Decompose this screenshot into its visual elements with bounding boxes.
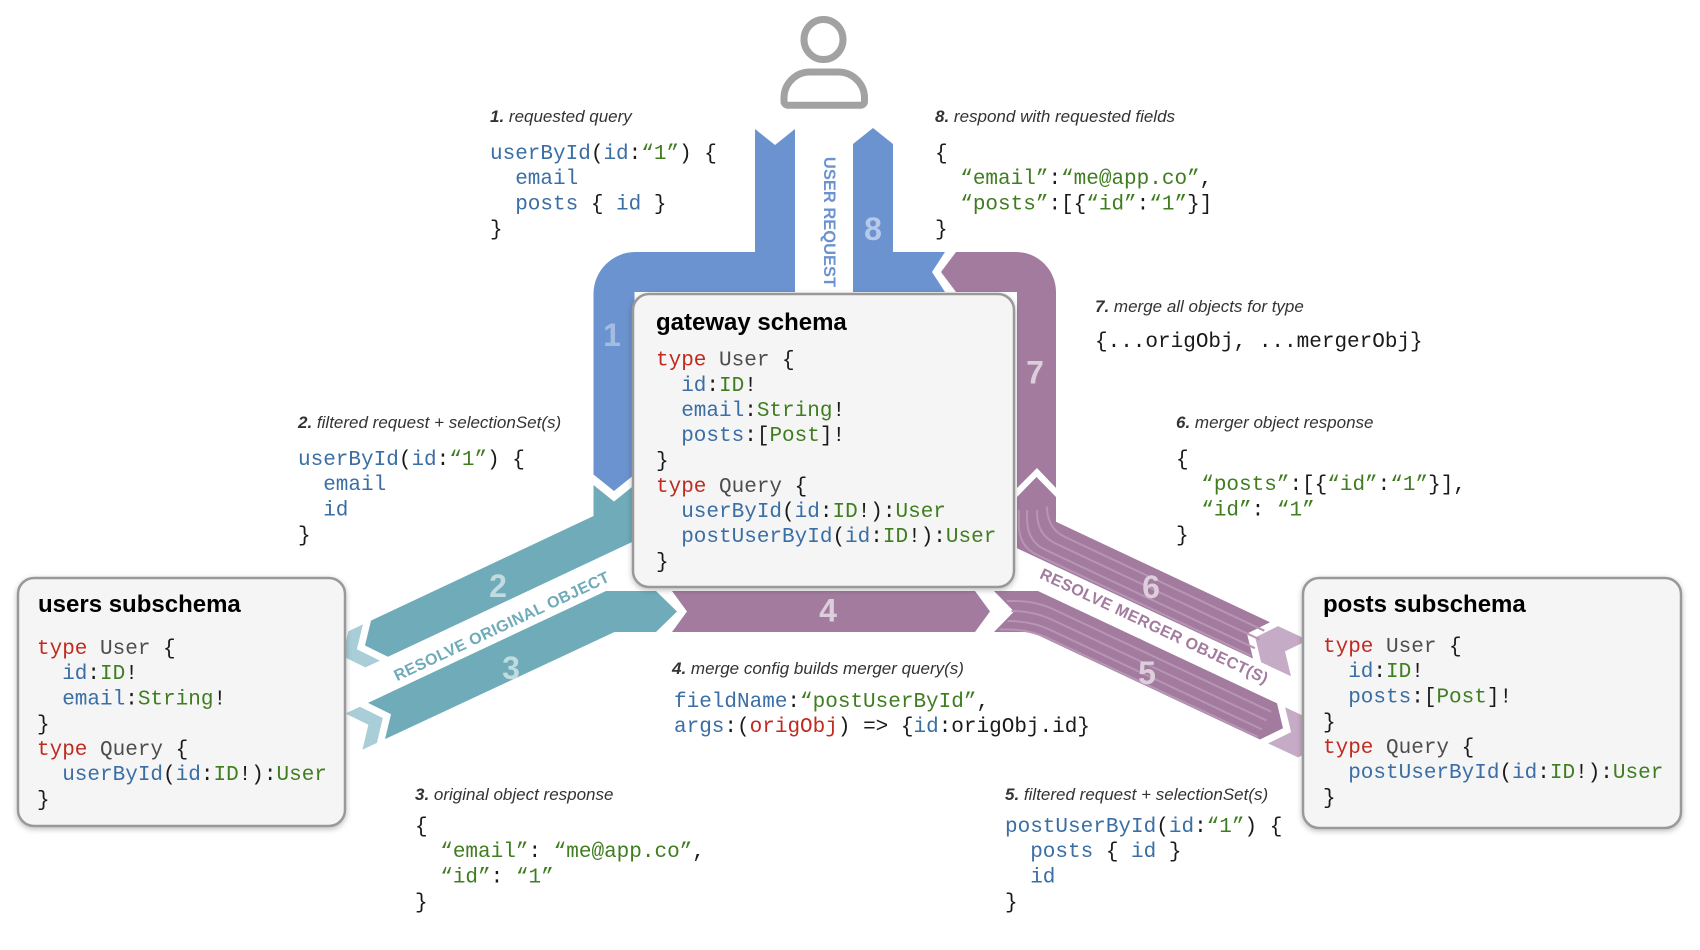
svg-text:fieldName:“postUserById”,: fieldName:“postUserById”, bbox=[674, 691, 989, 714]
svg-text:}: } bbox=[298, 525, 311, 548]
svg-text:4. merge config builds merger: 4. merge config builds merger query(s) bbox=[671, 659, 964, 678]
svg-text:}: } bbox=[37, 714, 50, 737]
svg-text:}: } bbox=[1323, 788, 1336, 811]
svg-text:email:String!: email:String! bbox=[37, 689, 226, 712]
svg-text:gateway schema: gateway schema bbox=[656, 309, 847, 336]
svg-text:type User {: type User { bbox=[1323, 636, 1462, 659]
svg-text:type Query {: type Query { bbox=[656, 476, 807, 499]
svg-text:args:(origObj) => {id:origObj.: args:(origObj) => {id:origObj.id} bbox=[674, 716, 1090, 739]
svg-text:id:ID!: id:ID! bbox=[1323, 661, 1424, 684]
svg-text:userById(id:“1”) {: userById(id:“1”) { bbox=[490, 143, 717, 166]
svg-text:8. respond with requested fiel: 8. respond with requested fields bbox=[935, 107, 1176, 126]
svg-text:2. filtered request + selectio: 2. filtered request + selectionSet(s) bbox=[297, 413, 561, 432]
svg-text:6: 6 bbox=[1142, 569, 1160, 605]
svg-text:“posts”:[{“id”:“1”}],: “posts”:[{“id”:“1”}], bbox=[1176, 474, 1466, 497]
svg-text:8: 8 bbox=[864, 211, 882, 247]
svg-text:{...origObj, ...mergerObj}: {...origObj, ...mergerObj} bbox=[1095, 331, 1423, 354]
svg-text:posts subschema: posts subschema bbox=[1323, 591, 1526, 618]
svg-text:users subschema: users subschema bbox=[38, 591, 241, 618]
svg-text:id: id bbox=[298, 500, 348, 523]
svg-text:}: } bbox=[490, 219, 503, 242]
svg-text:postUserById(id:ID!):User: postUserById(id:ID!):User bbox=[1323, 762, 1663, 785]
svg-text:3. original object response: 3. original object response bbox=[415, 785, 613, 804]
svg-text:{: { bbox=[1176, 449, 1189, 472]
svg-text:}: } bbox=[1005, 892, 1018, 915]
svg-text:userById(id:ID!):User: userById(id:ID!):User bbox=[656, 501, 946, 524]
svg-text:posts:[Post]!: posts:[Post]! bbox=[656, 425, 845, 448]
svg-text:userById(id:“1”) {: userById(id:“1”) { bbox=[298, 449, 525, 472]
svg-text:{: { bbox=[415, 816, 428, 839]
svg-text:6. merger object response: 6. merger object response bbox=[1176, 413, 1374, 432]
svg-text:}: } bbox=[37, 790, 50, 813]
svg-text:7. merge all objects for type: 7. merge all objects for type bbox=[1095, 297, 1304, 316]
svg-text:}: } bbox=[656, 451, 669, 474]
svg-text:5: 5 bbox=[1138, 655, 1156, 691]
svg-text:5. filtered request + selectio: 5. filtered request + selectionSet(s) bbox=[1005, 785, 1268, 804]
svg-text:}: } bbox=[415, 892, 428, 915]
svg-text:1. requested query: 1. requested query bbox=[490, 107, 633, 126]
svg-text:email: email bbox=[298, 474, 386, 497]
svg-text:7: 7 bbox=[1026, 355, 1044, 391]
svg-text:{: { bbox=[935, 143, 948, 166]
svg-text:posts { id }: posts { id } bbox=[490, 194, 666, 217]
svg-text:email:String!: email:String! bbox=[656, 400, 845, 423]
svg-text:postUserById(id:ID!):User: postUserById(id:ID!):User bbox=[656, 526, 996, 549]
svg-text:id: id bbox=[1005, 867, 1055, 890]
svg-text:posts { id }: posts { id } bbox=[1005, 841, 1181, 864]
svg-text:1: 1 bbox=[603, 317, 621, 353]
svg-text:4: 4 bbox=[819, 593, 837, 629]
svg-text:userById(id:ID!):User: userById(id:ID!):User bbox=[37, 764, 327, 787]
svg-text:type Query {: type Query { bbox=[1323, 737, 1474, 760]
svg-text:}: } bbox=[935, 219, 948, 242]
svg-text:id:ID!: id:ID! bbox=[37, 663, 138, 686]
svg-text:type User {: type User { bbox=[37, 638, 176, 661]
svg-text:}: } bbox=[656, 552, 669, 575]
svg-text:type Query {: type Query { bbox=[37, 739, 188, 762]
svg-text:2: 2 bbox=[489, 568, 507, 604]
svg-text:3: 3 bbox=[502, 650, 520, 686]
svg-text:email: email bbox=[490, 168, 578, 191]
svg-text:“id”: “1”: “id”: “1” bbox=[415, 867, 554, 890]
svg-text:posts:[Post]!: posts:[Post]! bbox=[1323, 687, 1512, 710]
svg-text:}: } bbox=[1176, 525, 1189, 548]
svg-text:}: } bbox=[1323, 712, 1336, 735]
svg-text:postUserById(id:“1”) {: postUserById(id:“1”) { bbox=[1005, 816, 1282, 839]
svg-text:id:ID!: id:ID! bbox=[656, 375, 757, 398]
svg-text:“id”: “1”: “id”: “1” bbox=[1176, 500, 1315, 523]
svg-text:“posts”:[{“id”:“1”}]: “posts”:[{“id”:“1”}] bbox=[935, 194, 1212, 217]
svg-text:USER REQUEST: USER REQUEST bbox=[820, 157, 838, 287]
svg-text:“email”: “me@app.co”,: “email”: “me@app.co”, bbox=[415, 841, 705, 864]
svg-text:type User {: type User { bbox=[656, 350, 795, 373]
svg-text:“email”:“me@app.co”,: “email”:“me@app.co”, bbox=[935, 168, 1212, 191]
